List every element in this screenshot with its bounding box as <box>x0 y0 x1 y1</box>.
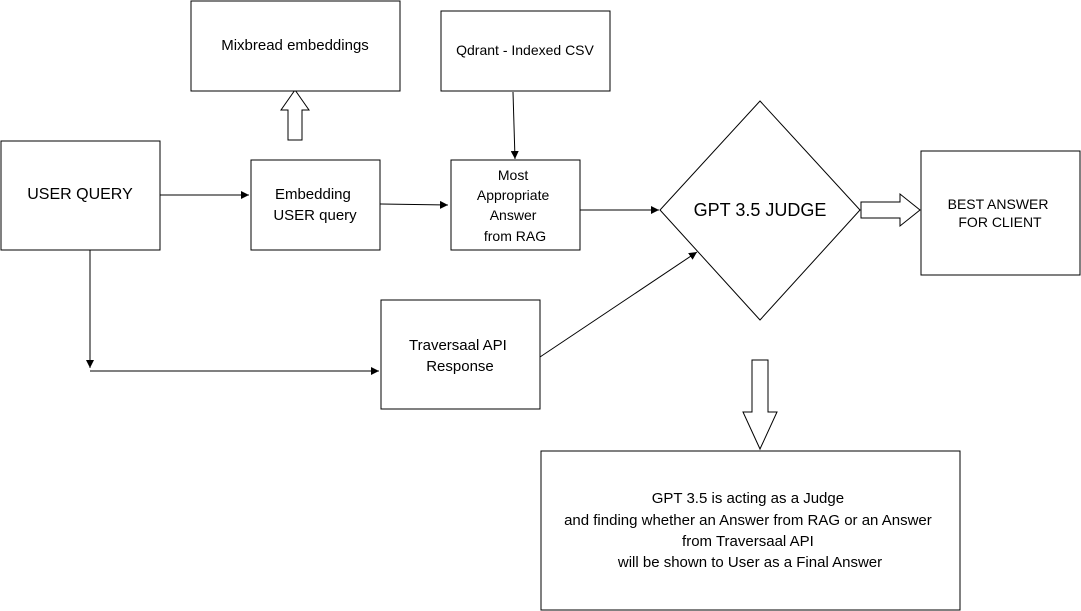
edge-qdrant-to-most-appropriate <box>510 91 519 160</box>
hollow-arrow-judge-to-best-answer <box>860 192 921 228</box>
node-traversaal-api-response: Traversaal API Response <box>380 299 541 410</box>
node-embedding-label: Embedding USER query <box>273 186 357 224</box>
node-embedding-user-query: Embedding USER query <box>250 159 381 251</box>
hollow-arrow-judge-to-explanation <box>742 359 778 451</box>
edge-traversaal-to-judge <box>539 251 698 358</box>
node-most-appropriate-label: Most Appropriate Answer from RAG <box>477 167 553 244</box>
node-traversaal-label: Traversaal API Response <box>409 337 511 375</box>
node-user-query-label: USER QUERY <box>27 186 133 203</box>
node-user-query: USER QUERY <box>0 140 161 251</box>
node-best-answer: BEST ANSWER FOR CLIENT <box>920 150 1081 276</box>
node-explanation-label: GPT 3.5 is acting as a Judge and finding… <box>564 490 936 571</box>
node-best-answer-label: BEST ANSWER FOR CLIENT <box>948 196 1053 230</box>
node-gpt-judge: GPT 3.5 JUDGE <box>659 100 861 321</box>
node-explanation: GPT 3.5 is acting as a Judge and finding… <box>540 450 961 611</box>
node-qdrant: Qdrant - Indexed CSV <box>440 10 611 92</box>
connectors <box>86 89 921 451</box>
node-gpt-judge-label: GPT 3.5 JUDGE <box>694 200 827 220</box>
hollow-arrow-embedding-to-mixbread <box>280 89 310 141</box>
node-mixbread-embeddings: Mixbread embeddings <box>190 0 401 92</box>
node-most-appropriate-answer: Most Appropriate Answer from RAG <box>450 159 581 251</box>
node-qdrant-label: Qdrant - Indexed CSV <box>456 42 594 58</box>
node-mixbread-label: Mixbread embeddings <box>221 37 369 54</box>
edge-embedding-to-most-appropriate <box>379 200 449 209</box>
